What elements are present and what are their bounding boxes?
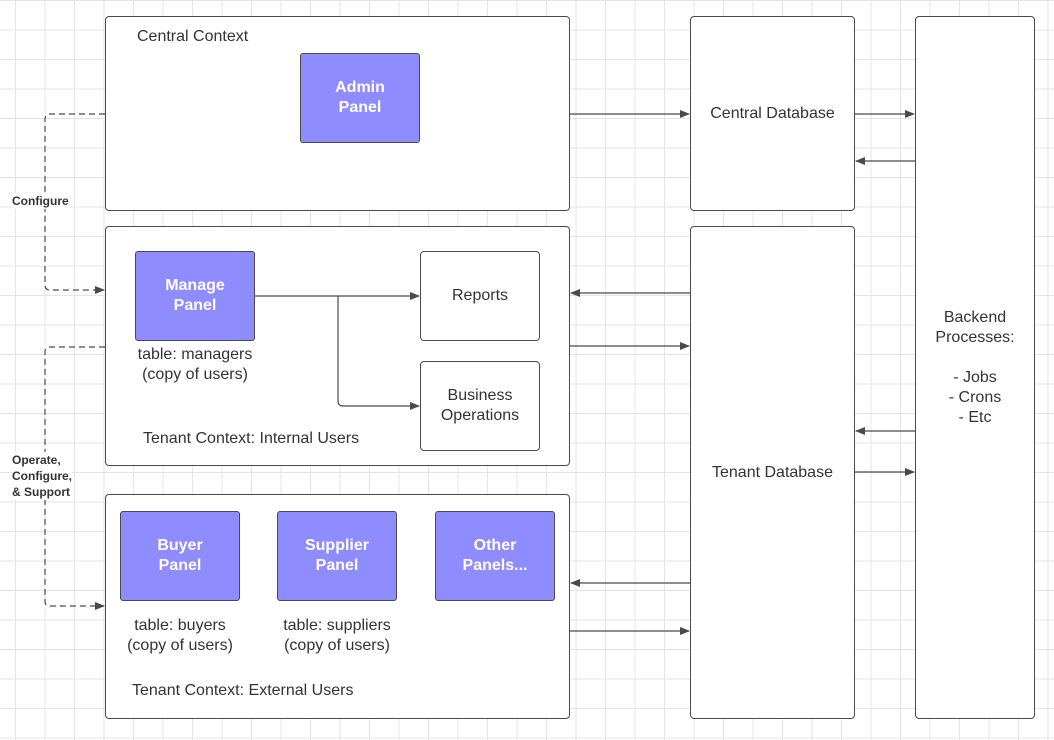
- external-context-title: Tenant Context: External Users: [132, 682, 354, 699]
- configure-edge-label: Configure: [12, 193, 69, 209]
- operate-edge-label: Operate, Configure, & Support: [12, 452, 72, 500]
- backend-processes[interactable]: Backend Processes: - Jobs - Crons - Etc: [915, 16, 1035, 719]
- buyers-table-label: table: buyers (copy of users): [127, 617, 233, 654]
- other-panels[interactable]: Other Panels...: [435, 511, 555, 601]
- reports-node[interactable]: Reports: [420, 251, 540, 341]
- manage-panel[interactable]: Manage Panel: [135, 251, 255, 341]
- central-database[interactable]: Central Database: [690, 16, 855, 211]
- admin-panel[interactable]: Admin Panel: [300, 53, 420, 143]
- tenant-database[interactable]: Tenant Database: [690, 226, 855, 719]
- supplier-panel[interactable]: Supplier Panel: [277, 511, 397, 601]
- business-operations-node[interactable]: Business Operations: [420, 361, 540, 451]
- suppliers-table-label: table: suppliers (copy of users): [283, 617, 391, 654]
- internal-context-title: Tenant Context: Internal Users: [143, 430, 360, 447]
- buyer-panel[interactable]: Buyer Panel: [120, 511, 240, 601]
- central-context-title: Central Context: [137, 28, 249, 45]
- managers-table-label: table: managers (copy of users): [137, 346, 253, 383]
